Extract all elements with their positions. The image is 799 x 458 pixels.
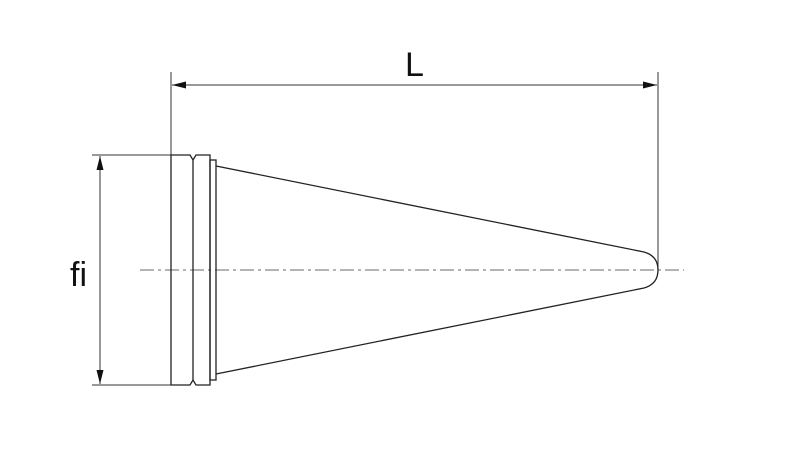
diameter-label: fi bbox=[70, 256, 87, 294]
length-label: L bbox=[405, 46, 424, 84]
flange-ring bbox=[170, 154, 211, 386]
flange-step bbox=[209, 159, 217, 381]
cone-body bbox=[215, 165, 659, 375]
